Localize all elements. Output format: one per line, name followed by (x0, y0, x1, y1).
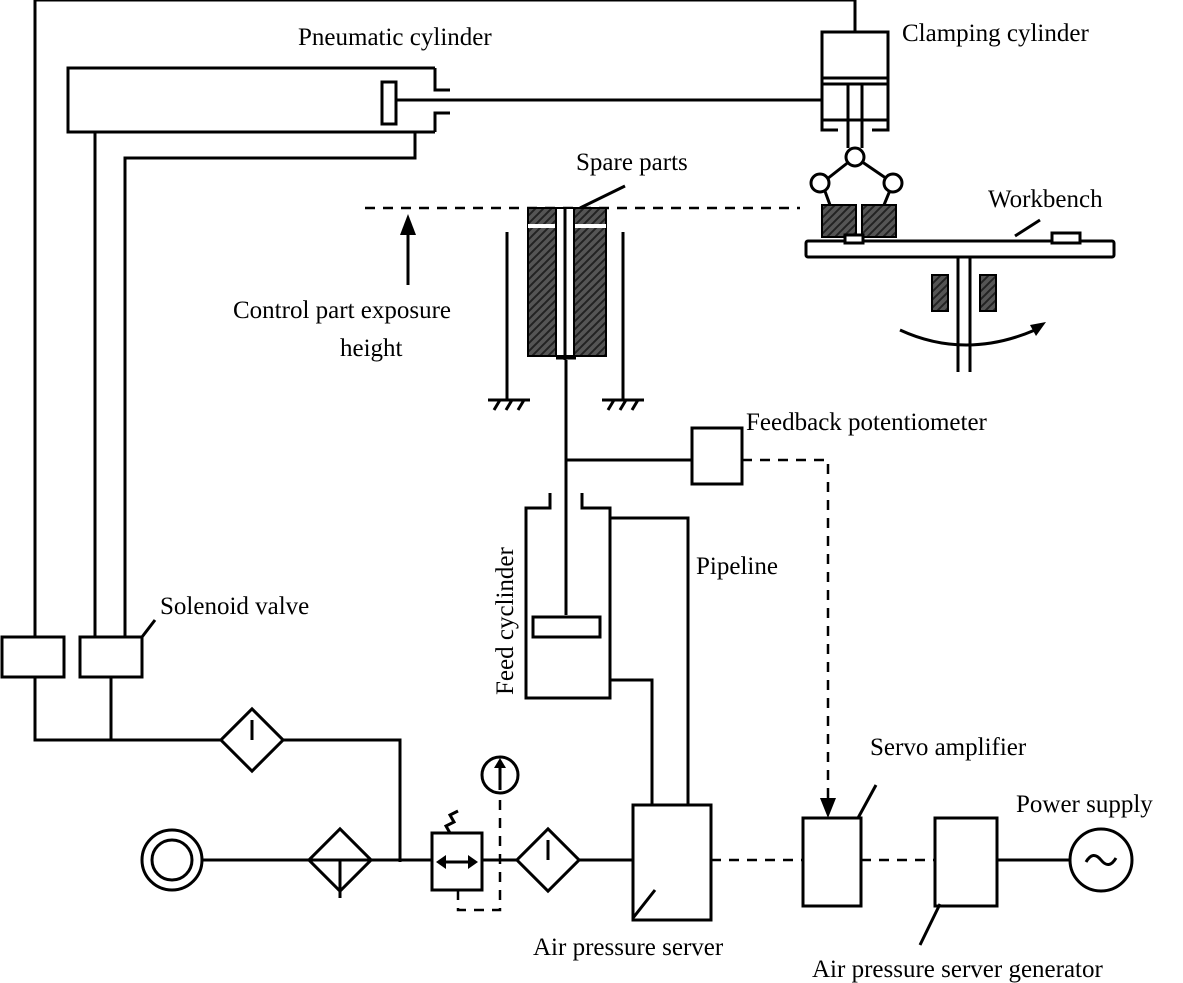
label-servo-amplifier: Servo amplifier (870, 734, 1027, 761)
spare-parts-stack (488, 184, 644, 411)
solenoid-valves (0, 619, 402, 862)
label-feedback-potentiometer: Feedback potentiometer (746, 409, 988, 436)
air-supply-line (140, 755, 633, 912)
feed-cylinder (524, 360, 692, 805)
air-pressure-server-generator (918, 816, 1070, 946)
label-clamping-cylinder: Clamping cylinder (902, 20, 1089, 47)
workbench (804, 204, 1116, 372)
label-pipeline: Pipeline (696, 553, 778, 580)
feedback-potentiometer (690, 426, 836, 818)
label-power-supply: Power supply (1016, 791, 1153, 818)
label-pneumatic-cylinder: Pneumatic cylinder (298, 24, 492, 51)
clamping-air-line (33, 0, 857, 637)
filter-upper (218, 706, 286, 774)
label-air-pressure-server-generator: Air pressure server generator (812, 956, 1104, 983)
label-feed-cylinder: Feed cyclinder (492, 546, 519, 695)
label-workbench: Workbench (988, 186, 1103, 213)
label-solenoid-valve: Solenoid valve (160, 593, 309, 620)
label-control-exposure-line2: height (340, 335, 403, 362)
pneumatic-cylinder (66, 66, 822, 637)
label-control-exposure-line1: Control part exposure (233, 297, 451, 324)
air-pressure-server (631, 803, 803, 922)
power-supply (1068, 827, 1134, 893)
label-spare-parts: Spare parts (576, 149, 688, 176)
servo-amplifier (801, 784, 935, 908)
label-air-pressure-server: Air pressure server (533, 934, 724, 961)
clamping-cylinder (809, 30, 904, 206)
